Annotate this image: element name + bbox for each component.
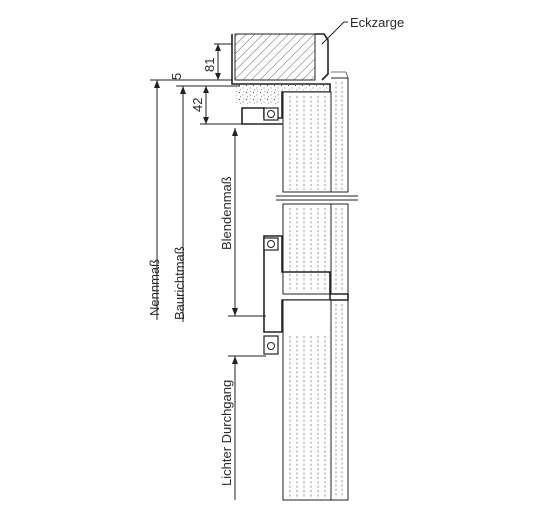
label-lichter-durchgang: Lichter Durchgang xyxy=(219,380,234,486)
wood-frame-block xyxy=(234,33,316,81)
door-leaf-top xyxy=(282,71,349,193)
door-leaf-middle xyxy=(282,203,349,295)
label-eckzarge: Eckzarge xyxy=(350,15,404,30)
label-nennmass: Nennmaß xyxy=(147,259,162,316)
dim-baurichtmass xyxy=(176,85,240,322)
seal-top xyxy=(263,107,279,121)
label-baurichtmass: Baurichtmaß xyxy=(172,246,187,320)
label-blendenmass: Blendenmaß xyxy=(219,176,234,250)
dim-lichter-durchgang xyxy=(228,355,266,500)
label-dim-5: 5 xyxy=(169,73,184,80)
dim-42 xyxy=(200,86,242,125)
label-dim-81: 81 xyxy=(202,58,217,72)
dim-81 xyxy=(214,43,232,80)
seal-lower xyxy=(263,335,279,355)
seal-middle xyxy=(263,237,279,251)
label-dim-42: 42 xyxy=(190,98,205,112)
dim-blendenmass xyxy=(228,128,266,317)
door-leaf-bottom xyxy=(282,299,349,501)
leader-eckzarge xyxy=(321,21,348,45)
